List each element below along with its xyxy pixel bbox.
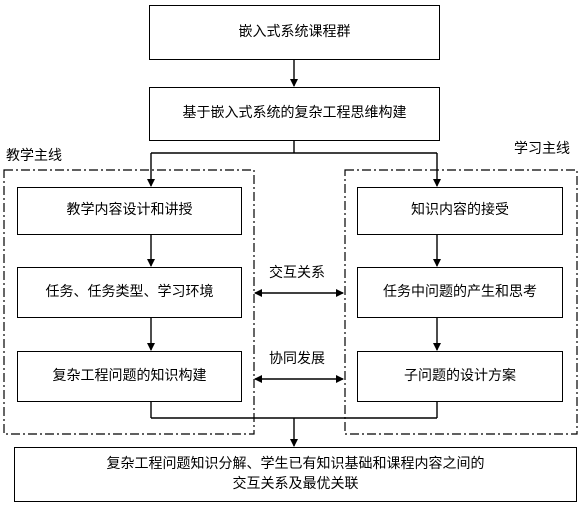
learning-step-2-text: 任务中问题的产生和思考 [383, 283, 537, 300]
outcome-box: 复杂工程问题知识分解、学生已有知识基础和课程内容之间的 交互关系及最优关联 [14, 447, 577, 502]
teaching-step-1-text: 教学内容设计和讲授 [66, 202, 193, 219]
learning-step-2: 任务中问题的产生和思考 [357, 267, 563, 318]
thinking-box-text: 基于嵌入式系统的复杂工程思维构建 [182, 105, 407, 122]
teaching-step-2: 任务、任务类型、学习环境 [17, 267, 242, 318]
outcome-line-1: 复杂工程问题知识分解、学生已有知识基础和课程内容之间的 [106, 455, 485, 472]
teaching-step-1: 教学内容设计和讲授 [17, 187, 242, 235]
learning-step-1: 知识内容的接受 [357, 187, 563, 235]
learning-step-3: 子问题的设计方案 [357, 351, 563, 402]
learning-group-frame [344, 169, 578, 435]
teaching-step-3-text: 复杂工程问题的知识构建 [52, 367, 207, 384]
outcome-line-2: 交互关系及最优关联 [232, 475, 359, 492]
thinking-box: 基于嵌入式系统的复杂工程思维构建 [149, 87, 440, 141]
learning-line-label: 学习主线 [514, 141, 570, 157]
teaching-step-3: 复杂工程问题的知识构建 [17, 351, 242, 402]
title-box: 嵌入式系统课程群 [149, 5, 440, 60]
learning-step-3-text: 子问题的设计方案 [404, 367, 516, 384]
teaching-line-label: 教学主线 [6, 148, 62, 164]
learning-step-1-text: 知识内容的接受 [411, 202, 509, 219]
teaching-step-2-text: 任务、任务类型、学习环境 [45, 283, 214, 300]
teaching-group-frame [3, 169, 255, 435]
collaboration-label: 协同发展 [269, 351, 325, 367]
title-box-text: 嵌入式系统课程群 [238, 23, 351, 40]
interaction-label: 交互关系 [269, 265, 325, 281]
